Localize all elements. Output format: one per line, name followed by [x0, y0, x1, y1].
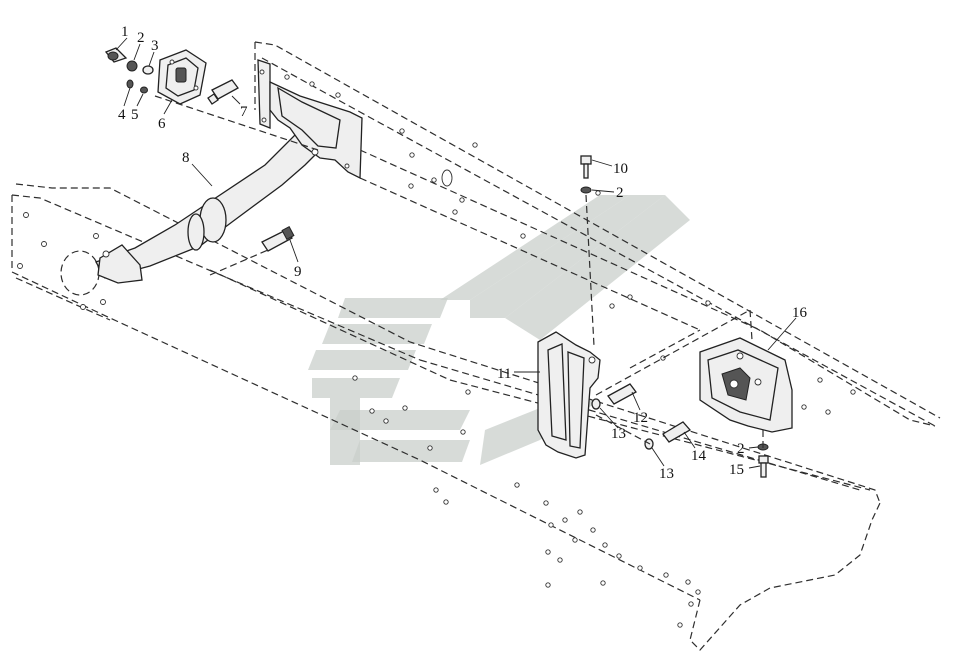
bolt-part-15 [757, 443, 769, 478]
leader-lines [115, 37, 797, 469]
cross-tube-part-8 [95, 117, 331, 284]
callout-14: 14 [691, 448, 707, 464]
callout-2: 2 [137, 30, 145, 46]
callout-4: 4 [118, 107, 126, 123]
callout-9: 9 [294, 264, 302, 280]
bolt-part-10 [580, 155, 595, 347]
assembly-guide-lines [154, 95, 764, 450]
bracket-part-11 [537, 331, 601, 459]
bolt-part-7 [207, 79, 239, 105]
bolt-part-12 [607, 383, 637, 405]
callout-13-second: 13 [659, 466, 674, 482]
right-frame-rail [209, 41, 941, 491]
callout-8: 8 [182, 150, 190, 166]
engine-mount-part-16 [699, 337, 793, 433]
callout-labels: 1 2 3 4 5 6 7 8 9 10 2 11 12 13 13 14 2 … [118, 24, 808, 482]
callout-10: 10 [613, 161, 628, 177]
bolt-part-9 [261, 226, 295, 252]
callout-7: 7 [240, 104, 248, 120]
callout-1: 1 [121, 24, 129, 40]
mount-block-part-6 [157, 49, 207, 105]
callout-12: 12 [633, 410, 648, 426]
callout-15: 15 [729, 462, 744, 478]
callout-13: 13 [611, 426, 626, 442]
callout-5: 5 [131, 107, 139, 123]
callout-16: 16 [792, 305, 808, 321]
fasteners-1-5 [104, 47, 154, 94]
callout-3: 3 [151, 38, 159, 54]
watermark-logo [308, 195, 690, 465]
callout-2-second: 2 [616, 185, 624, 201]
callout-2-third: 2 [737, 441, 745, 457]
callout-11: 11 [497, 366, 511, 382]
bolt-part-14 [662, 421, 692, 443]
tube-end-bracket [257, 59, 363, 180]
callout-6: 6 [158, 116, 166, 132]
frame-holes [352, 375, 701, 628]
